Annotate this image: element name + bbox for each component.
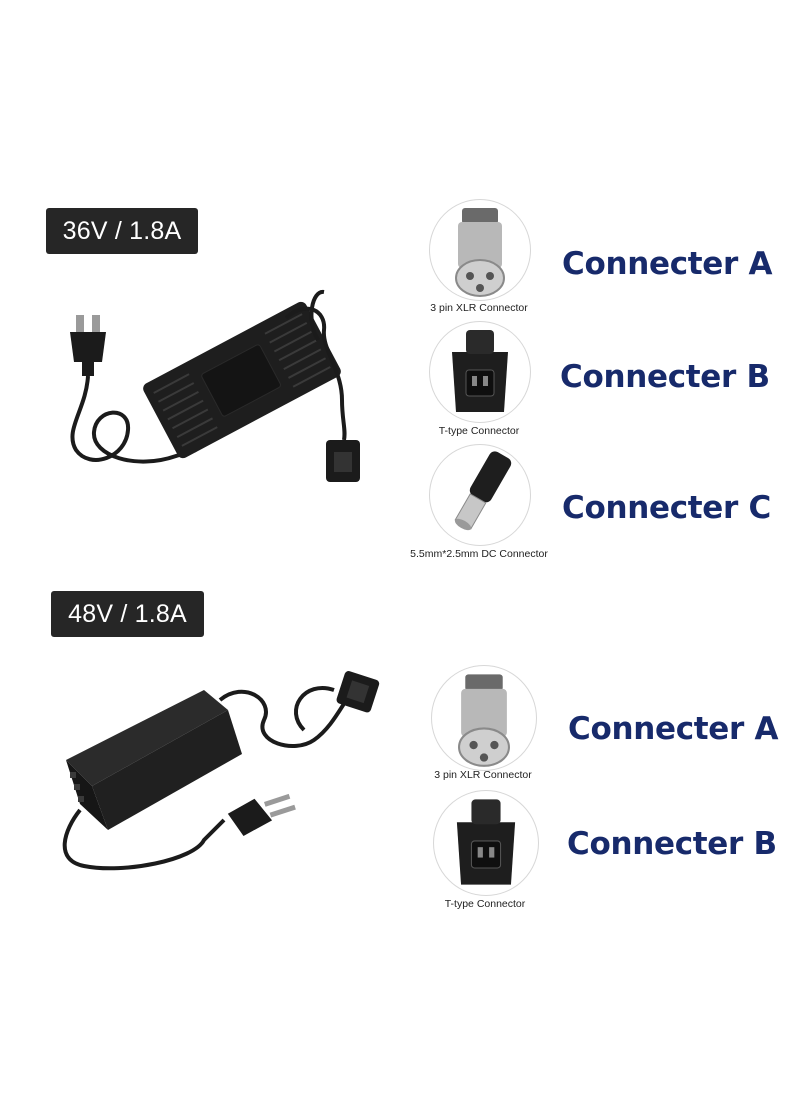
connector-label-b: Connecter B xyxy=(560,359,770,395)
xlr-connector-icon xyxy=(431,665,537,771)
voltage-badge-36v: 36V / 1.8A xyxy=(46,208,198,254)
connector-label-b: Connecter B xyxy=(567,826,777,862)
connector-label-a: Connecter A xyxy=(562,246,773,282)
connector-label-c: Connecter C xyxy=(562,490,771,526)
t-type-connector-icon xyxy=(429,321,531,423)
xlr-connector-icon xyxy=(429,199,531,301)
charger-36v-icon xyxy=(56,280,376,490)
t-type-connector-icon xyxy=(433,790,539,896)
connector-label-a: Connecter A xyxy=(568,711,779,747)
charger-48v-icon xyxy=(44,660,394,890)
connector-caption: 5.5mm*2.5mm DC Connector xyxy=(410,548,548,560)
voltage-badge-48v: 48V / 1.8A xyxy=(51,591,204,637)
connector-caption: 3 pin XLR Connector xyxy=(430,302,528,314)
connector-caption: T-type Connector xyxy=(438,425,520,437)
connector-caption: T-type Connector xyxy=(444,898,526,910)
connector-caption: 3 pin XLR Connector xyxy=(434,769,532,781)
dc-connector-icon xyxy=(429,444,531,546)
